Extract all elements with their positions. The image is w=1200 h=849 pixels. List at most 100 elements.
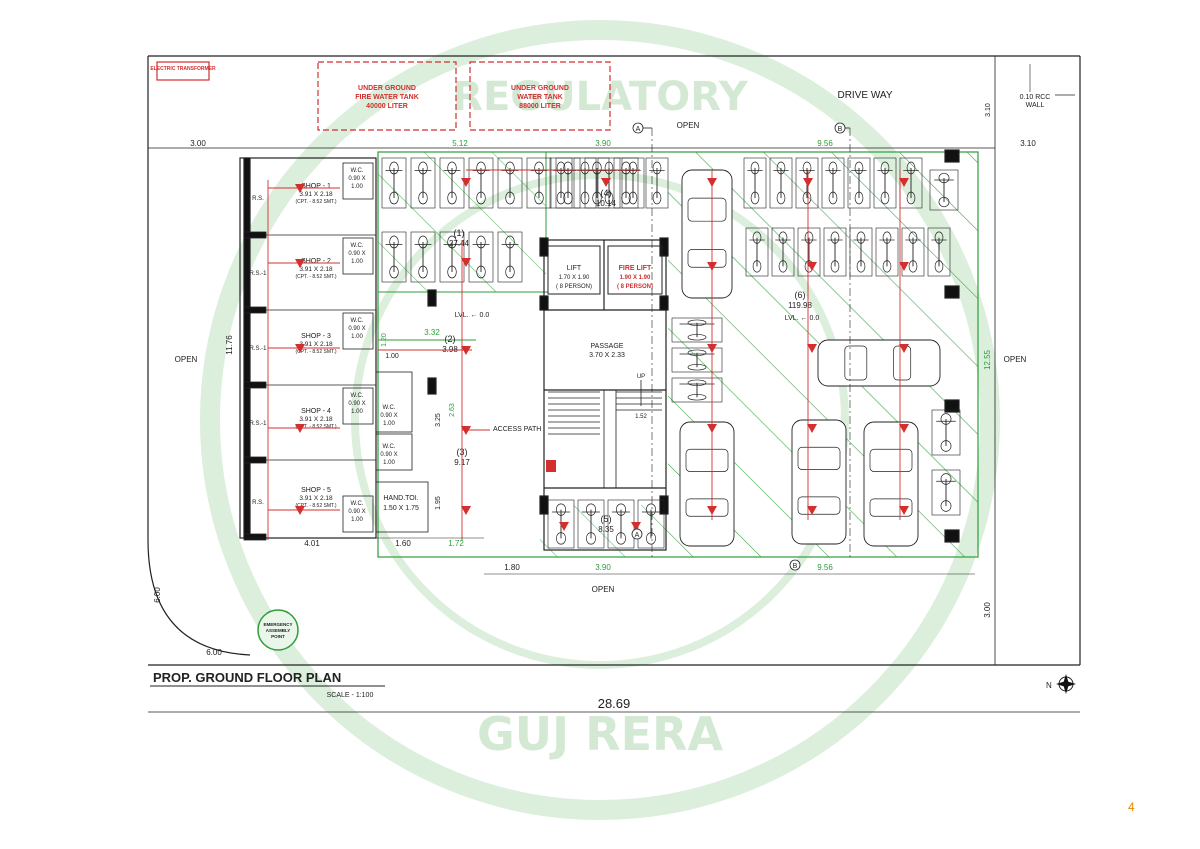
- shops-block: [243, 162, 429, 541]
- bike-icon: [526, 157, 552, 209]
- sprinkler-icon: [807, 424, 817, 433]
- open-top-label: OPEN: [677, 121, 700, 130]
- svg-text:3.32: 3.32: [424, 328, 440, 337]
- total-width-dimension: 28.69: [598, 696, 631, 711]
- shop-size: 3.91 X 2.18: [299, 191, 333, 198]
- sprinkler-icon: [461, 346, 471, 355]
- parking-area-id: (5): [601, 514, 612, 524]
- wc-label: W.C.: [383, 405, 396, 411]
- sprinkler-icon: [899, 178, 909, 187]
- bike-icon: [823, 227, 847, 277]
- access-path-label: ACCESS PATH: [493, 426, 541, 433]
- shop-rolling-shutter: R.S.-1: [249, 346, 267, 352]
- sprinkler-icon: [707, 424, 717, 433]
- shop-name: SHOP - 2: [301, 258, 331, 265]
- rcc-wall-label-2: WALL: [1026, 102, 1045, 109]
- shop-size: 3.91 X 2.18: [299, 266, 333, 273]
- wc-size: 0.90 X: [380, 413, 397, 419]
- wc-label: W.C.: [351, 168, 364, 174]
- bike-icon: [873, 157, 897, 209]
- sprinkler-icon: [707, 262, 717, 271]
- svg-text:1.90 X 1.90: 1.90 X 1.90: [620, 275, 651, 281]
- bike-icon: [847, 157, 871, 209]
- shop-carpet-area: (CPT. - 8.52 SMT.): [295, 424, 336, 430]
- sprinkler-icon: [295, 259, 305, 268]
- shop-rolling-shutter: R.S.: [252, 196, 264, 202]
- bike-icon: [381, 231, 407, 283]
- sprinkler-icon: [631, 522, 641, 531]
- north-arrow-icon: N: [1046, 674, 1076, 694]
- bike-icon: [410, 157, 436, 209]
- bike-icon: [497, 157, 523, 209]
- shop-rolling-shutter: R.S.-1: [249, 421, 267, 427]
- sprinkler-icon: [295, 424, 305, 433]
- svg-text:A: A: [636, 126, 641, 133]
- bike-icon: [927, 227, 951, 277]
- sprinkler-icon: [899, 262, 909, 271]
- svg-text:( 8 PERSON): ( 8 PERSON): [617, 284, 653, 290]
- svg-text:3.10: 3.10: [985, 103, 992, 117]
- stair-dim: 1.52: [635, 414, 647, 420]
- sprinkler-icon: [295, 184, 305, 193]
- passage-label: PASSAGE: [591, 343, 624, 350]
- bike-icon: [931, 469, 961, 516]
- wc-size-2: 1.00: [351, 184, 363, 190]
- wc-size: 0.90 X: [348, 176, 365, 182]
- lift: LIFT 1.70 X 1.90 ( 8 PERSON): [547, 245, 601, 295]
- svg-text:3.90: 3.90: [595, 139, 611, 148]
- wc-label: W.C.: [351, 243, 364, 249]
- svg-text:WATER TANK: WATER TANK: [517, 94, 563, 101]
- sprinkler-icon: [295, 344, 305, 353]
- svg-text:1.80: 1.80: [504, 563, 520, 572]
- wc-size: 0.90 X: [380, 452, 397, 458]
- staircase: [548, 380, 662, 488]
- shop-name: SHOP - 5: [301, 487, 331, 494]
- car-icon: [817, 339, 941, 387]
- sprinkler-icon: [807, 262, 817, 271]
- svg-text:UNDER GROUND: UNDER GROUND: [511, 85, 569, 92]
- car-icon: [863, 421, 919, 547]
- rera-watermark-seal: GUJ RERA REGULATORY: [200, 20, 1000, 820]
- fire-lift: FIRE LIFT 1.90 X 1.90 ( 8 PERSON): [607, 245, 663, 295]
- open-right-label: OPEN: [1004, 355, 1027, 364]
- svg-text:11.76: 11.76: [225, 335, 234, 355]
- shop-carpet-area: (CPT. - 8.52 SMT.): [295, 503, 336, 509]
- side-dimensions: 11.76 12.55 3.32 1.00 1.20 3.25 2.63 1.9…: [153, 328, 1027, 657]
- bike-icon: [549, 157, 573, 209]
- bike-icon: [671, 347, 723, 373]
- svg-text:( 8 PERSON): ( 8 PERSON): [556, 284, 592, 290]
- fire-water-tank: UNDER GROUND FIRE WATER TANK 40000 LITER: [317, 61, 457, 131]
- car-parking: [679, 169, 941, 547]
- bike-icon: [929, 169, 959, 211]
- passage-size: 3.70 X 2.33: [589, 352, 625, 359]
- svg-text:6.00: 6.00: [206, 648, 222, 657]
- wc-label: W.C.: [351, 318, 364, 324]
- bike-icon: [645, 157, 669, 209]
- parking-area-size: 8.35: [598, 525, 614, 534]
- rcc-wall-label: 0.10 RCC: [1020, 94, 1051, 101]
- open-left-label: OPEN: [175, 355, 198, 364]
- shop-name: SHOP - 3: [301, 333, 331, 340]
- wc-size-2: 1.00: [351, 409, 363, 415]
- wc-size-2: 1.00: [351, 517, 363, 523]
- svg-text:ELECTRIC TRANSFORMER: ELECTRIC TRANSFORMER: [150, 66, 216, 72]
- wc-size: 0.90 X: [348, 509, 365, 515]
- bike-icon: [671, 317, 723, 343]
- sprinkler-icon: [461, 258, 471, 267]
- bike-icon: [555, 157, 581, 209]
- sprinkler-heads: [295, 178, 909, 531]
- svg-text:UNDER GROUND: UNDER GROUND: [358, 85, 416, 92]
- car-icon: [681, 169, 733, 299]
- bike-icon: [671, 377, 723, 403]
- emergency-assembly-point: EMERGENCY ASSEMBLY POINT: [257, 609, 299, 651]
- svg-text:40000 LITER: 40000 LITER: [366, 103, 408, 110]
- sprinkler-icon: [461, 506, 471, 515]
- wc-size: 0.90 X: [348, 401, 365, 407]
- wc-size-2: 1.00: [383, 421, 395, 427]
- plan-title-block: PROP. GROUND FLOOR PLAN SCALE - 1:100 28…: [150, 670, 630, 711]
- shop-carpet-area: (CPT. - 8.52 SMT.): [295, 349, 336, 355]
- bike-icon: [745, 227, 769, 277]
- bike-icon: [931, 409, 961, 456]
- svg-text:3.90: 3.90: [595, 563, 611, 572]
- svg-text:B: B: [793, 563, 798, 570]
